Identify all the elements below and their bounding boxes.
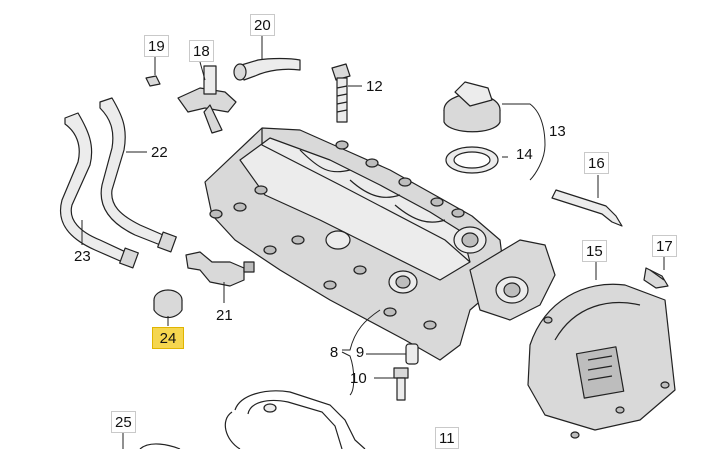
callout-17: 17 <box>652 235 677 257</box>
cylinder-head-cover[interactable] <box>204 127 506 361</box>
breather-fitting[interactable] <box>145 57 301 134</box>
callout-19: 19 <box>144 35 169 57</box>
callout-18: 18 <box>189 40 214 62</box>
plug-24[interactable] <box>153 289 183 319</box>
bolt-12[interactable] <box>331 63 351 123</box>
hose-23[interactable] <box>60 112 139 269</box>
gasket[interactable] <box>139 390 366 449</box>
hose-22[interactable] <box>99 97 177 253</box>
dowel-9[interactable] <box>405 343 419 365</box>
callout-25: 25 <box>111 411 136 433</box>
leader-lines <box>81 36 665 449</box>
callout-15: 15 <box>582 240 607 262</box>
callout-21: 21 <box>216 307 233 324</box>
callout-23: 23 <box>74 248 91 265</box>
callout-20: 20 <box>250 14 275 36</box>
oil-filler-cap[interactable] <box>443 81 501 174</box>
callout-8: 8 <box>329 344 339 361</box>
bolt-10[interactable] <box>393 367 409 401</box>
sealant-tube-16[interactable] <box>551 189 623 227</box>
callout-12: 12 <box>366 78 383 95</box>
timing-cover[interactable] <box>527 283 676 439</box>
callout-14: 14 <box>516 146 533 163</box>
callout-16: 16 <box>584 152 609 174</box>
bolt-17[interactable] <box>643 267 669 289</box>
callout-10: 10 <box>350 370 367 387</box>
valve-21[interactable] <box>185 251 255 287</box>
callout-11: 11 <box>435 427 459 449</box>
callout-13: 13 <box>549 123 566 140</box>
callout-9: 9 <box>355 344 365 361</box>
end-housing[interactable] <box>469 239 556 321</box>
callout-22: 22 <box>151 144 168 161</box>
callout-24[interactable]: 24 <box>152 327 184 349</box>
